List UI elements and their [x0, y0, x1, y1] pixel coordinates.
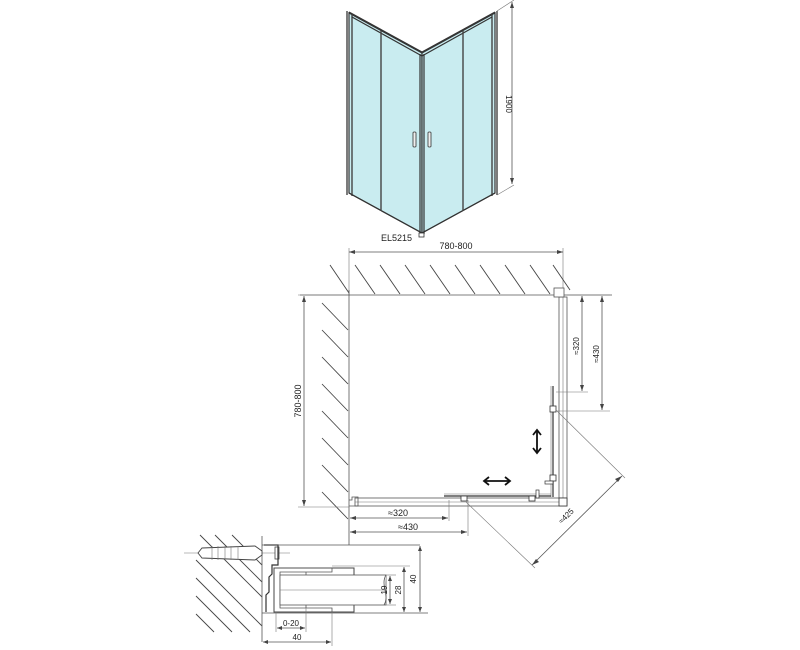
- profile-width-label: 40: [293, 633, 302, 642]
- depth-label: 780-800: [293, 384, 303, 417]
- back-wall-hatch: [329, 264, 571, 295]
- left-door-handle: [412, 131, 417, 148]
- horizontal-slide-arrow-icon: [482, 476, 512, 486]
- side-opening-large-label: ≈430: [592, 345, 601, 363]
- corner-joint: [558, 497, 568, 507]
- wall-profile: [264, 544, 279, 612]
- inner-height-label: 28: [394, 585, 403, 594]
- vertical-slide-arrow-icon: [532, 428, 542, 455]
- wall-anchor-icon: [184, 545, 290, 561]
- adjustment-range-label: 0-20: [283, 619, 300, 628]
- model-code-label: EL5215: [381, 233, 412, 243]
- perspective-view: 1900 EL5215: [346, 0, 515, 243]
- diagonal-entry-label: ≈425: [557, 506, 576, 525]
- plan-view: 780-800: [293, 241, 626, 569]
- front-opening-large-label: ≈430: [398, 522, 418, 532]
- glass-zone-label: 19: [380, 585, 389, 594]
- height-label: 1900: [504, 95, 513, 113]
- diagonal-entry-dimension: [531, 475, 623, 566]
- right-door-handle: [427, 131, 432, 148]
- width-label: 780-800: [439, 241, 472, 251]
- profile-detail: 19 28 40 0-20 40: [184, 534, 428, 646]
- front-opening-small-label: ≈320: [388, 508, 408, 518]
- outer-height-label: 40: [409, 574, 418, 583]
- side-opening-small-label: ≈320: [572, 337, 581, 355]
- detail-wall-hatch: [195, 534, 263, 633]
- side-wall-hatch: [321, 302, 349, 520]
